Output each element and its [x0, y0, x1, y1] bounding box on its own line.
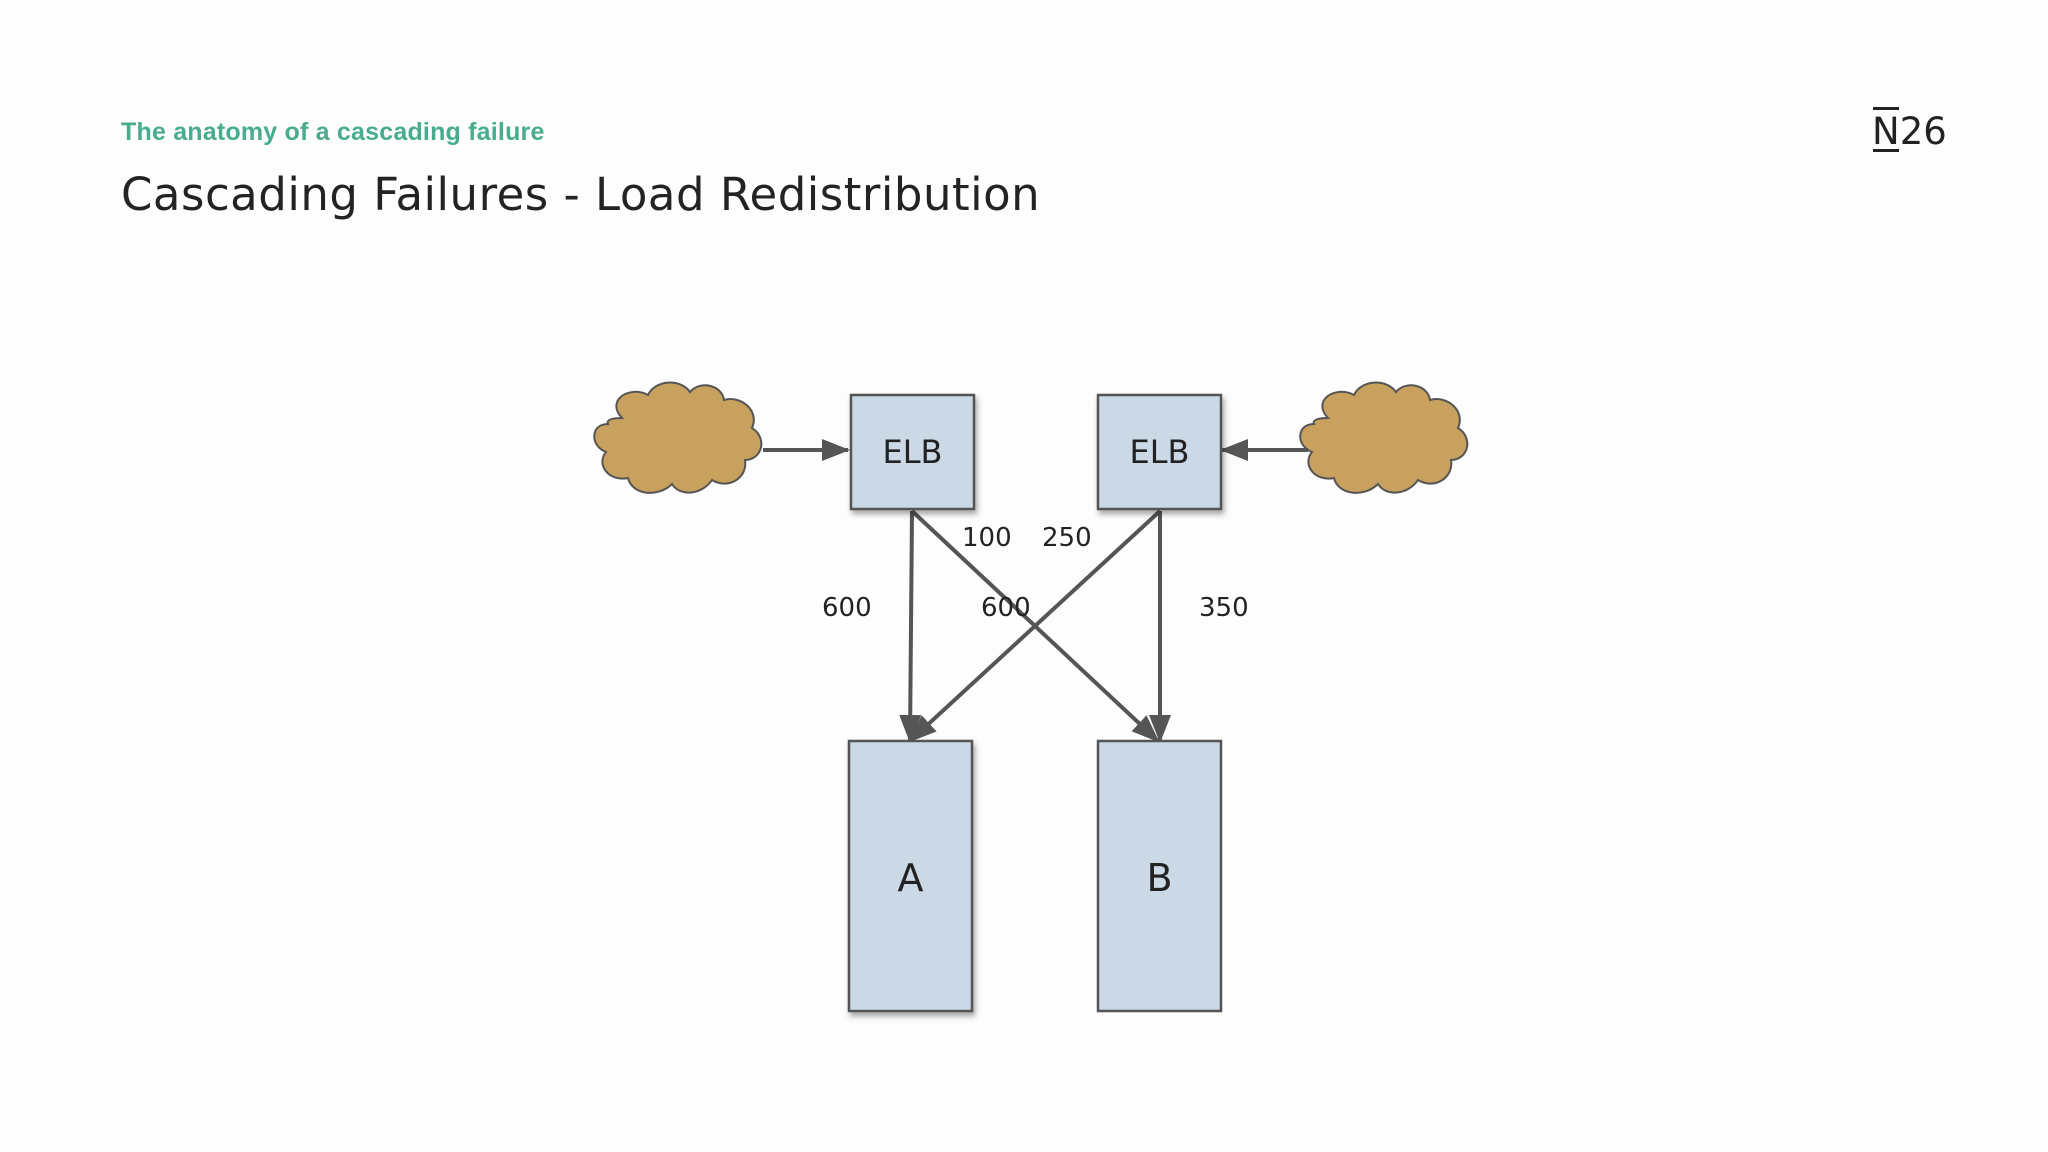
arrow-elb-right-to-a — [908, 509, 1162, 743]
server-b-node: B — [1096, 739, 1223, 1013]
arrow-elb-left-to-a — [899, 510, 922, 743]
elb-right-node: ELB — [1096, 393, 1223, 511]
logo-number: 26 — [1899, 110, 1947, 153]
edge-label-left-elb-to-a: 600 — [822, 593, 872, 623]
section-subtitle: The anatomy of a cascading failure — [121, 118, 545, 146]
edge-label-crossing: 600 — [981, 593, 1031, 623]
server-a-label: A — [898, 856, 924, 900]
slide-title: Cascading Failures - Load Redistribution — [121, 168, 1041, 221]
logo-letter: N — [1872, 107, 1900, 153]
n26-logo: N26 — [1872, 107, 1947, 153]
edge-label-left-elb-to-b: 100 — [962, 523, 1012, 553]
internet-cloud-right-icon — [1299, 381, 1469, 494]
elb-right-label: ELB — [1130, 433, 1190, 471]
internet-cloud-left-icon — [593, 381, 763, 494]
edge-label-right-elb-to-b: 350 — [1199, 593, 1249, 623]
server-b-label: B — [1146, 856, 1172, 900]
server-a-node: A — [847, 739, 974, 1013]
edge-label-right-elb-to-a: 250 — [1042, 523, 1092, 553]
elb-left-label: ELB — [883, 433, 943, 471]
elb-left-node: ELB — [849, 393, 976, 511]
